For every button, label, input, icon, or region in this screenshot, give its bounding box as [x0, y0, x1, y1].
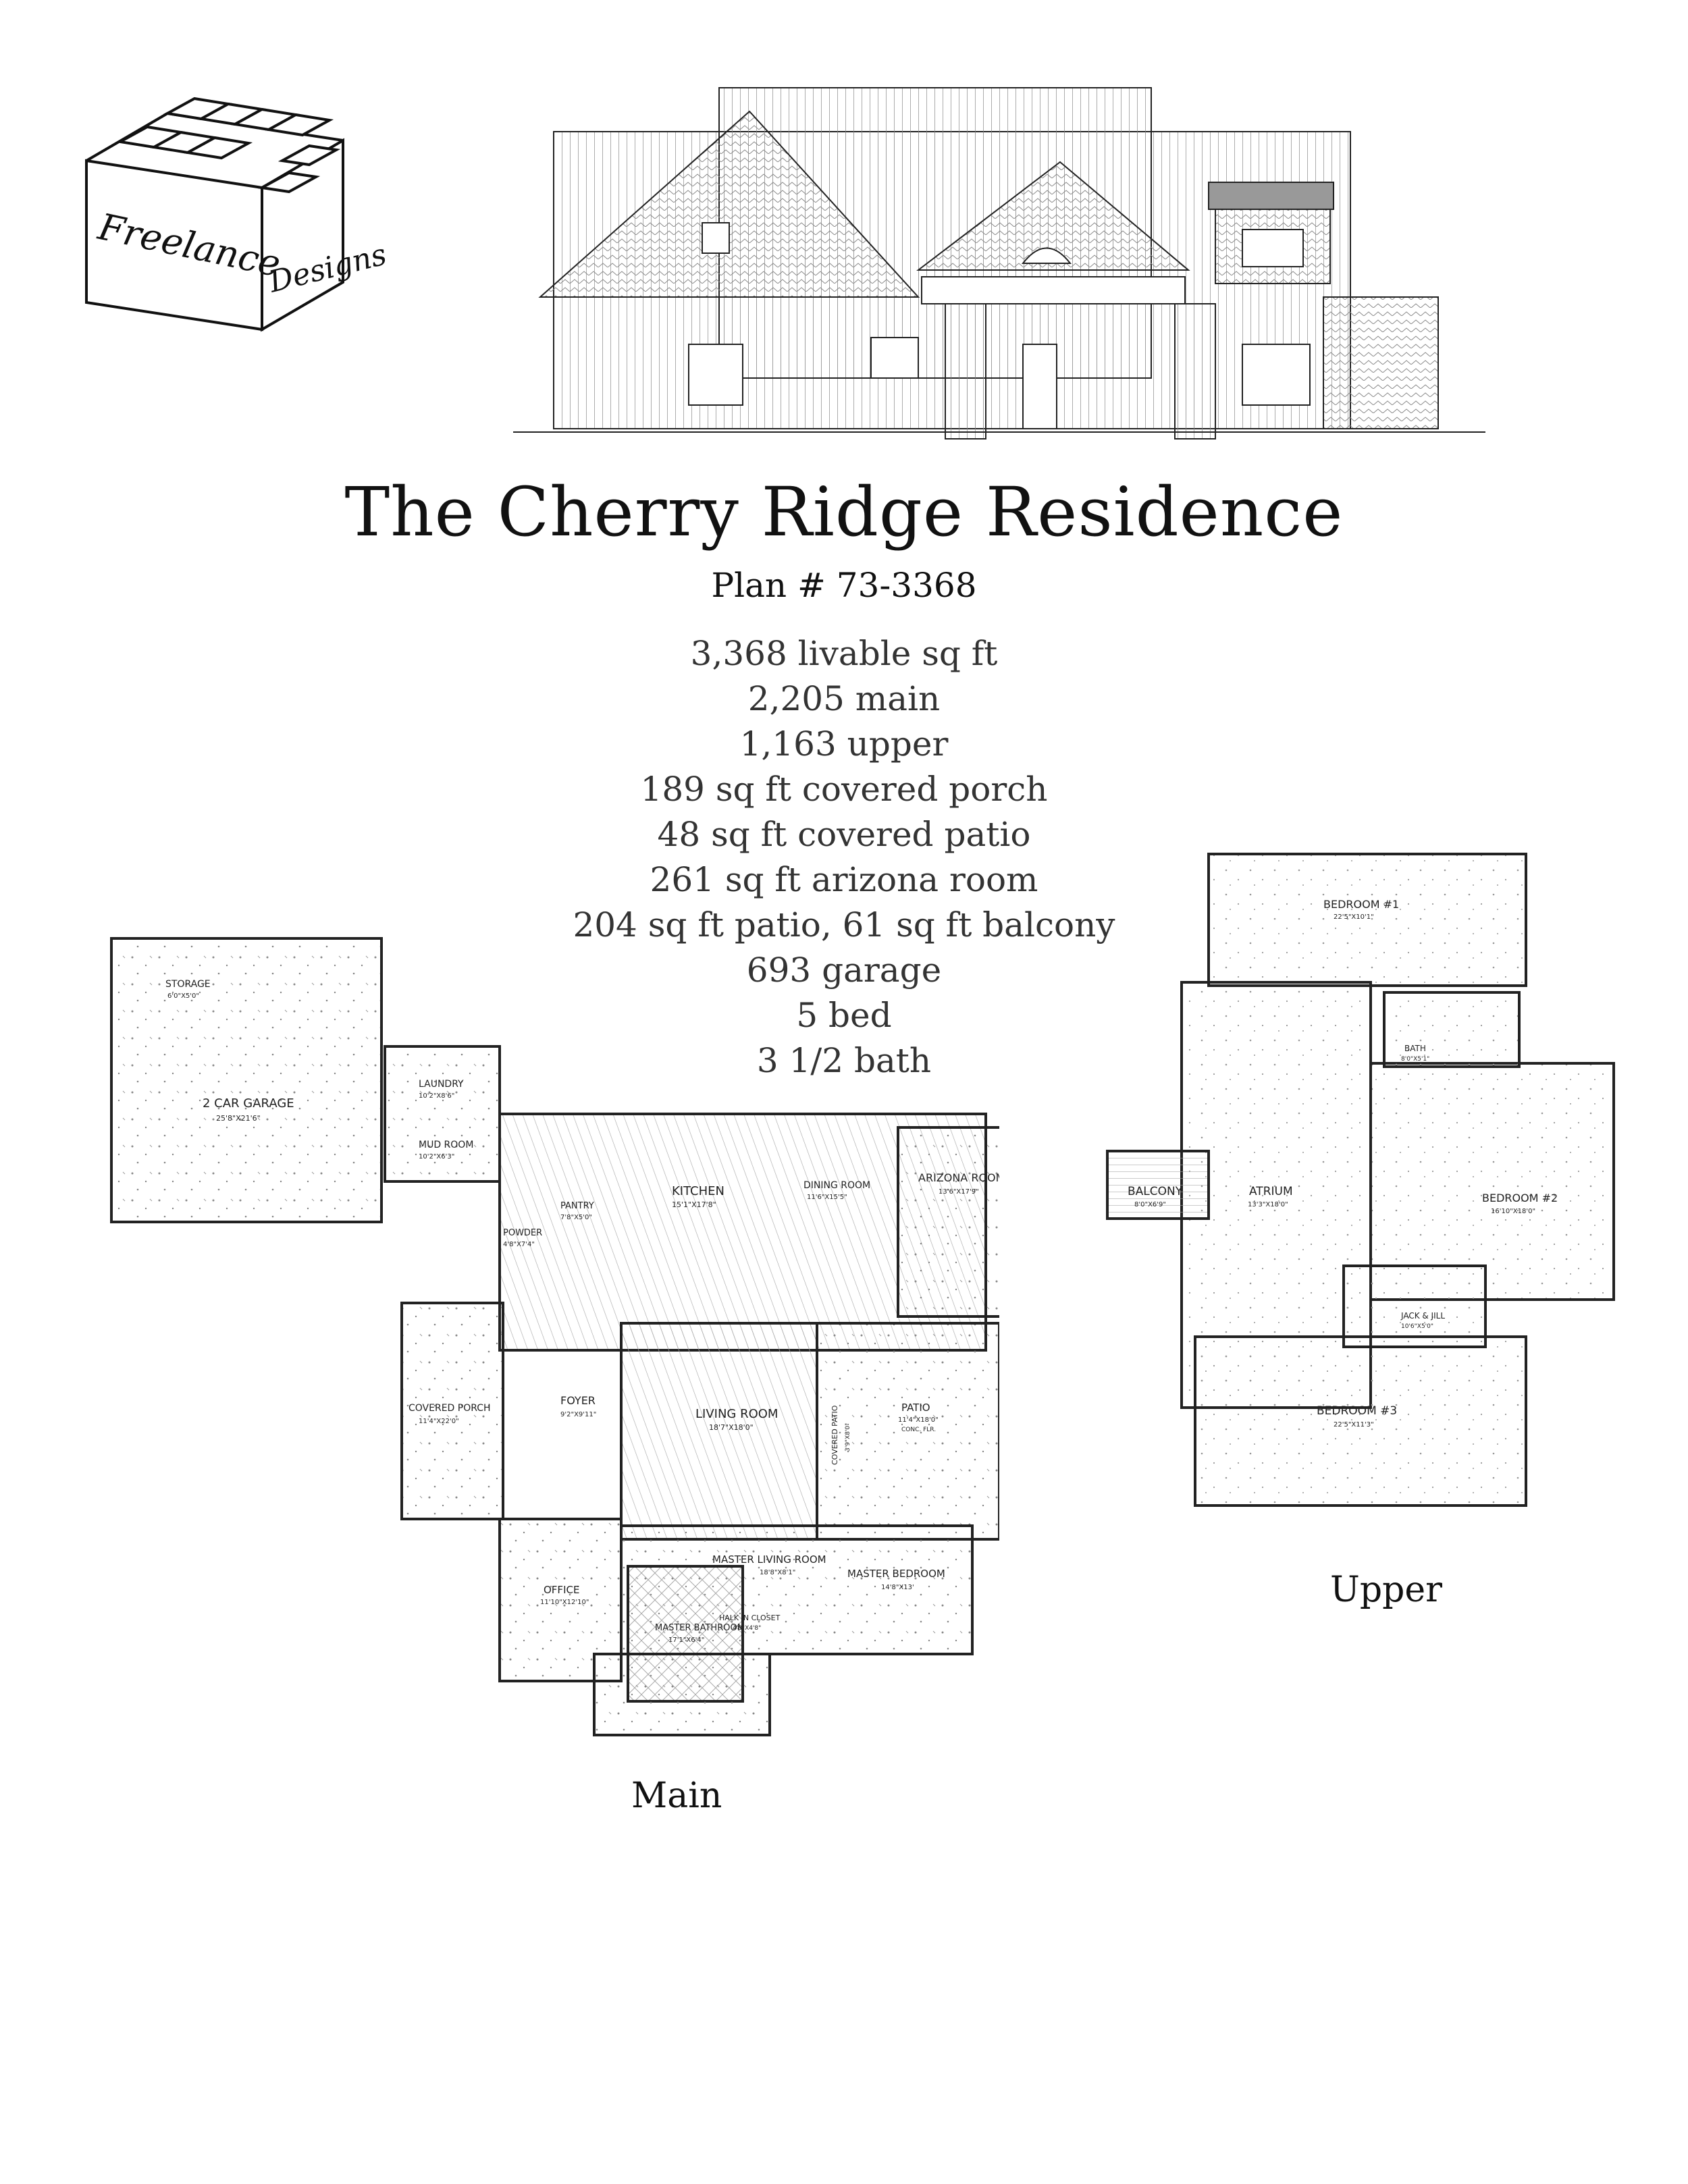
kitchen-label: KITCHEN	[672, 1184, 724, 1198]
covered-patio-dim: 3'9"X8'0"	[845, 1423, 851, 1451]
mudroom-label: MUD ROOM	[419, 1140, 473, 1150]
balcony-dim: 8'0"X6'9"	[1134, 1201, 1166, 1208]
stat-upper: 1,163 upper	[739, 724, 949, 764]
balcony-label: BALCONY	[1128, 1185, 1183, 1198]
powder-dim: 4'8"X7'4"	[503, 1241, 535, 1248]
office-dim: 11'10"X12'10"	[540, 1599, 589, 1606]
bedroom2-dim: 16'10"X18'0"	[1491, 1208, 1535, 1215]
arizona-dim: 13'6"X17'9"	[939, 1188, 979, 1196]
porch-label: COVERED PORCH	[408, 1403, 491, 1414]
upper-floor-plan: BEDROOM #1 22'5"X10'1" BATH 8'0"X5'1" BA…	[1106, 853, 1615, 1507]
freelance-designs-logo: Freelance Designs	[85, 97, 390, 332]
patio-note: CONC. FLR.	[901, 1427, 936, 1433]
garage-dim: 25'8"X21'6"	[216, 1114, 261, 1123]
stat-covered-porch: 189 sq ft covered porch	[640, 770, 1048, 809]
bath-dim: 8'0"X5'1"	[1401, 1056, 1429, 1063]
bedroom1-label: BEDROOM #1	[1323, 898, 1399, 911]
foyer-dim: 9'2"X9'11"	[560, 1411, 596, 1418]
porch-dim: 11'4"X22'0"	[419, 1418, 459, 1425]
living-dim: 18'7"X18'0"	[709, 1423, 754, 1432]
foyer-label: FOYER	[560, 1394, 596, 1407]
laundry-dim: 10'2"X8'6"	[419, 1092, 454, 1100]
master-bedroom-label: MASTER BEDROOM	[847, 1568, 945, 1580]
stat-patio-balcony: 204 sq ft patio, 61 sq ft balcony	[573, 905, 1115, 944]
atrium-dim: 13'3"X18'0"	[1248, 1201, 1288, 1208]
master-bedroom-dim: 14'8"X13'	[881, 1584, 914, 1591]
storage-label: STORAGE	[165, 979, 211, 990]
main-floor-plan: STORAGE 6'0"X5'0" 2 CAR GARAGE 25'8"X21'…	[110, 937, 999, 1736]
stat-main: 2,205 main	[747, 679, 941, 718]
bedroom1-dim: 22'5"X10'1"	[1334, 913, 1374, 921]
dining-label: DINING ROOM	[803, 1180, 870, 1191]
powder-label: POWDER	[503, 1228, 542, 1238]
dining-dim: 11'6"X15'5"	[807, 1194, 847, 1201]
walkin-label: HALK IN CLOSET	[719, 1614, 781, 1622]
bedroom3-dim: 22'5"X11'3"	[1334, 1421, 1374, 1429]
stat-covered-patio: 48 sq ft covered patio	[657, 815, 1031, 854]
pantry-dim: 7'8"X5'0"	[560, 1214, 592, 1221]
main-floor-label: Main	[631, 1776, 722, 1816]
residence-title: The Cherry Ridge Residence	[344, 473, 1344, 552]
stats-list: 3,368 livable sq ft 2,205 main 1,163 upp…	[0, 631, 1688, 1084]
master-living-dim: 18'8"X8'1"	[760, 1569, 795, 1576]
stat-livable: 3,368 livable sq ft	[690, 634, 998, 673]
stat-arizona-room: 261 sq ft arizona room	[650, 860, 1038, 899]
mudroom-dim: 10'2"X6'3"	[419, 1153, 454, 1161]
laundry-label: LAUNDRY	[419, 1079, 464, 1090]
jack-jill-dim: 10'6"X5'0"	[1401, 1323, 1433, 1330]
patio-label: PATIO	[901, 1402, 930, 1414]
jack-jill-label: JACK & JILL	[1400, 1311, 1445, 1321]
master-living-label: MASTER LIVING ROOM	[712, 1553, 826, 1566]
garage-label: 2 CAR GARAGE	[203, 1096, 294, 1111]
office-label: OFFICE	[544, 1584, 579, 1596]
pantry-label: PANTRY	[560, 1201, 594, 1211]
master-bath-dim: 17'1"X6'4"	[668, 1636, 704, 1644]
atrium-label: ATRIUM	[1249, 1185, 1293, 1198]
stat-garage: 693 garage	[746, 951, 942, 990]
upper-floor-label: Upper	[1330, 1570, 1443, 1610]
bath-label: BATH	[1404, 1044, 1426, 1053]
bedroom3-label: BEDROOM #3	[1317, 1404, 1397, 1418]
front-elevation-drawing	[513, 87, 1485, 440]
stat-bathrooms: 3 1/2 bath	[756, 1041, 932, 1080]
kitchen-dim: 15'1"X17'8"	[672, 1200, 716, 1209]
stat-bedrooms: 5 bed	[796, 996, 892, 1035]
bedroom2-label: BEDROOM #2	[1482, 1192, 1558, 1204]
patio-dim: 11'4"X18'0"	[898, 1416, 939, 1424]
master-bath-label: MASTER BATHROOM	[655, 1623, 745, 1633]
walkin-dim: 4'8"X4'8"	[733, 1625, 761, 1632]
storage-dim: 6'0"X5'0"	[167, 992, 199, 1000]
plan-number: Plan # 73-3368	[711, 566, 977, 605]
covered-patio-label: COVERED PATIO	[830, 1405, 839, 1465]
living-label: LIVING ROOM	[695, 1407, 778, 1421]
arizona-label: ARIZONA ROOM	[918, 1171, 999, 1184]
